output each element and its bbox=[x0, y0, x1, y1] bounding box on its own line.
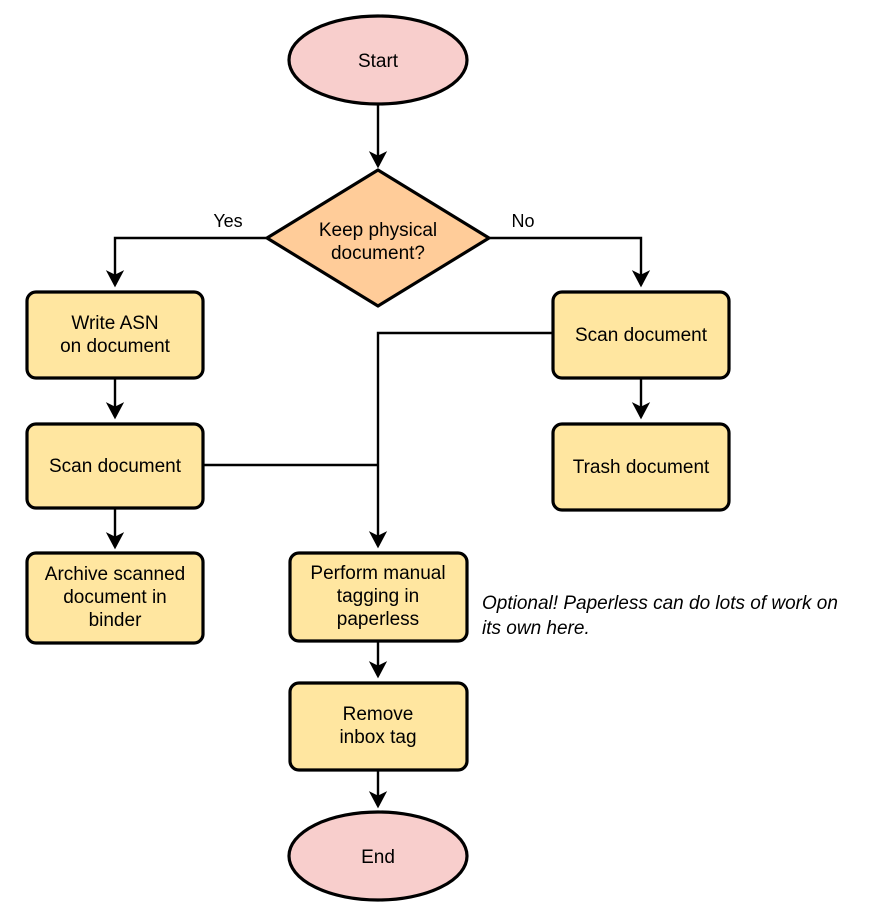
connector-layer bbox=[105, 104, 651, 809]
start-label: Start bbox=[358, 51, 399, 72]
optional-note: Optional! Paperless can do lots of work … bbox=[482, 593, 838, 639]
optional-note-line1: Optional! Paperless can do lots of work … bbox=[482, 593, 838, 614]
node-perform-manual-tagging[interactable]: Perform manual tagging in paperless bbox=[288, 551, 469, 643]
node-trash-document[interactable]: Trash document bbox=[551, 422, 731, 512]
node-end[interactable]: End bbox=[287, 810, 469, 902]
write-asn-label-line2: on document bbox=[60, 336, 171, 357]
write-asn-label-line1: Write ASN bbox=[71, 313, 158, 334]
scan-document-left-box bbox=[25, 422, 205, 510]
node-archive-scanned-document[interactable]: Archive scanned document in binder bbox=[25, 551, 205, 645]
archive-label-line1: Archive scanned bbox=[45, 564, 185, 585]
tagging-label-line2: tagging in bbox=[337, 586, 419, 607]
edge-scan-right-to-tagging bbox=[368, 331, 552, 549]
node-decision-keep-physical-document[interactable]: Keep physical document? bbox=[265, 168, 491, 308]
remove-inbox-box bbox=[288, 681, 469, 772]
decision-label-line1: Keep physical bbox=[319, 220, 437, 241]
node-scan-document-left[interactable]: Scan document bbox=[25, 422, 205, 510]
archive-box bbox=[25, 551, 205, 645]
trash-document-label: Trash document bbox=[573, 457, 710, 478]
tagging-box bbox=[288, 551, 469, 643]
end-ellipse bbox=[287, 810, 469, 902]
write-asn-box bbox=[25, 290, 205, 380]
edge-decision-yes-to-write-asn bbox=[105, 236, 266, 288]
archive-label-line3: binder bbox=[89, 610, 142, 631]
start-ellipse bbox=[287, 14, 469, 106]
decision-diamond bbox=[265, 168, 491, 308]
tagging-label-line3: paperless bbox=[337, 609, 419, 630]
scan-document-right-box bbox=[551, 290, 731, 380]
node-remove-inbox-tag[interactable]: Remove inbox tag bbox=[288, 681, 469, 772]
edge-decision-no-to-scan-right bbox=[490, 236, 651, 288]
edge-label-yes: Yes bbox=[213, 211, 242, 231]
node-scan-document-right[interactable]: Scan document bbox=[551, 290, 731, 380]
tagging-label-line1: Perform manual bbox=[310, 563, 445, 584]
trash-document-box bbox=[551, 422, 731, 512]
archive-label-line2: document in bbox=[63, 587, 167, 608]
optional-note-line2: its own here. bbox=[482, 618, 590, 639]
scan-document-left-label: Scan document bbox=[49, 456, 182, 477]
node-start[interactable]: Start bbox=[287, 14, 469, 106]
node-write-asn-on-document[interactable]: Write ASN on document bbox=[25, 290, 205, 380]
scan-document-right-label: Scan document bbox=[575, 325, 708, 346]
edge-label-no: No bbox=[511, 211, 534, 231]
decision-label-line2: document? bbox=[331, 243, 425, 264]
remove-inbox-label-line1: Remove bbox=[343, 704, 414, 725]
remove-inbox-label-line2: inbox tag bbox=[339, 727, 416, 748]
end-label: End bbox=[361, 847, 395, 868]
